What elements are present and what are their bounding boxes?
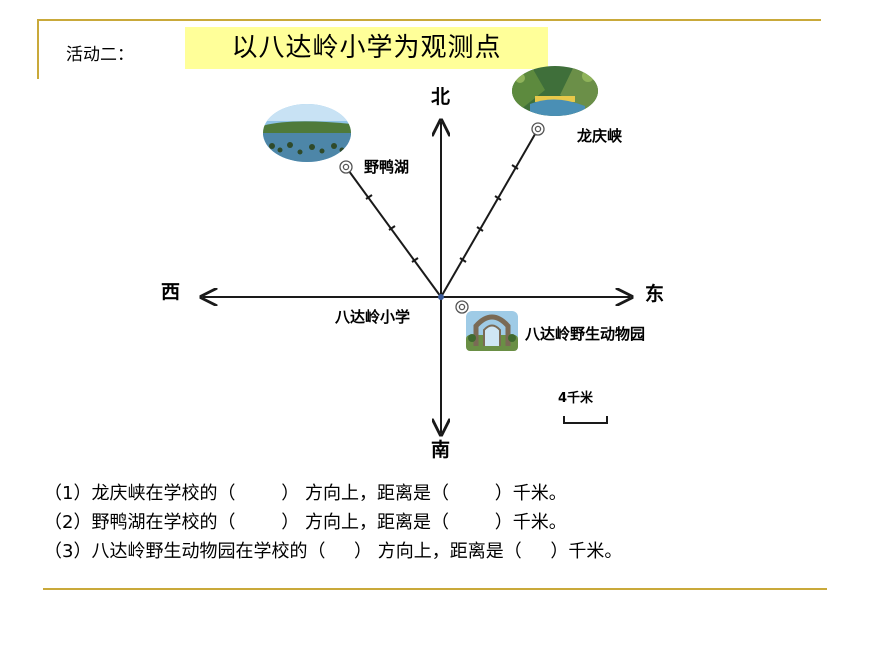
northeast-ticks [459, 164, 519, 263]
gorge-photo [512, 66, 598, 116]
top-rule [37, 19, 821, 21]
gorge-label: 龙庆峡 [577, 127, 623, 145]
question-3: （3）八达岭野生动物园在学校的（ ） 方向上，距离是（ ）千米。 [44, 541, 623, 562]
northeast-ray [440, 128, 539, 298]
question-1: （1）龙庆峡在学校的（ ） 方向上，距离是（ ）千米。 [44, 483, 567, 504]
question-list: （1）龙庆峡在学校的（ ） 方向上，距离是（ ）千米。 （2）野鸭湖在学校的（ … [44, 479, 622, 566]
activity-label: 活动二： [66, 45, 134, 65]
northwest-ray [345, 166, 442, 298]
origin-point [438, 294, 444, 300]
left-rule [37, 19, 39, 79]
origin-label: 八达岭小学 [335, 308, 411, 326]
bottom-rule [43, 588, 827, 590]
east-label: 东 [645, 283, 665, 305]
location-marker-lake [339, 160, 353, 174]
zoo-label: 八达岭野生动物园 [525, 325, 646, 343]
location-marker-gorge [531, 122, 545, 136]
northwest-ticks [365, 194, 419, 263]
lake-label: 野鸭湖 [364, 158, 410, 176]
south-label: 南 [431, 439, 451, 461]
scale-bar [563, 416, 608, 424]
question-2: （2）野鸭湖在学校的（ ） 方向上，距离是（ ）千米。 [44, 512, 567, 533]
north-label: 北 [431, 86, 451, 108]
lake-photo [263, 104, 351, 162]
location-marker-zoo [455, 300, 469, 314]
zoo-gate-photo [466, 311, 518, 351]
page-title: 以八达岭小学为观测点 [185, 27, 548, 69]
scale-label: 4千米 [558, 391, 594, 406]
west-label: 西 [161, 281, 181, 303]
